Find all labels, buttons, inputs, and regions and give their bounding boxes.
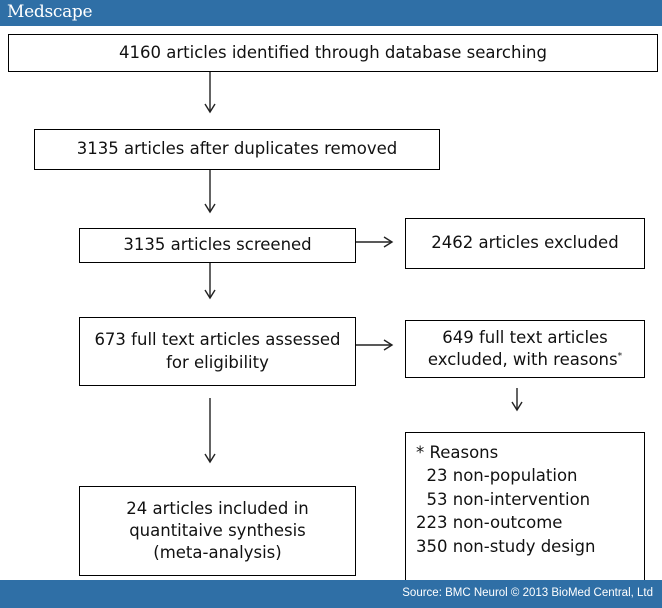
reasons-item: 23 non-population xyxy=(416,466,578,486)
footer-bar: Source: BMC Neurol © 2013 BioMed Central… xyxy=(0,580,662,608)
reasons-title: * Reasons xyxy=(416,443,499,462)
box-identified-text: 4160 articles identified through databas… xyxy=(119,42,547,62)
box-assessed: 673 full text articles assessed for elig… xyxy=(79,317,356,386)
box-screened-text: 3135 articles screened xyxy=(123,235,312,255)
box-included: 24 articles included in quantitaive synt… xyxy=(79,486,356,576)
arrow-assessed-to-excluded xyxy=(356,339,394,351)
box-assessed-text: 673 full text articles assessed for elig… xyxy=(94,329,340,374)
arrow-excluded-to-reasons xyxy=(511,388,523,412)
box-assessed-line-1: 673 full text articles assessed xyxy=(94,330,341,350)
source-credit: Source: BMC Neurol © 2013 BioMed Central… xyxy=(402,587,653,599)
reasons-item: 350 non-study design xyxy=(416,536,596,556)
arrow-screened-to-excluded xyxy=(356,236,394,248)
box-reasons: * Reasons 23 non-population 53 non-inter… xyxy=(405,432,645,580)
box-excluded-screen-text: 2462 articles excluded xyxy=(431,233,619,253)
box-included-line-2: quantitaive synthesis xyxy=(129,520,306,540)
arrow-dedup-to-screened xyxy=(204,170,216,214)
reasons-item: 223 non-outcome xyxy=(416,513,563,533)
arrow-screened-to-assessed xyxy=(204,262,216,300)
reasons-footnote-mark: * xyxy=(617,351,623,362)
box-deduplicated: 3135 articles after duplicates removed xyxy=(34,129,440,170)
box-excluded-full-text: 649 full text articles excluded, with re… xyxy=(428,327,622,372)
reasons-item: 53 non-intervention xyxy=(416,489,591,509)
box-assessed-line-2: for eligibility xyxy=(166,352,269,372)
header-bar: Medscape xyxy=(0,0,662,26)
arrow-identified-to-dedup xyxy=(204,72,216,114)
box-included-line-3: (meta-analysis) xyxy=(153,543,282,563)
medscape-logo: Medscape xyxy=(7,2,93,22)
box-included-line-1: 24 articles included in xyxy=(126,498,309,518)
box-excluded-full-line-2: excluded, with reasons xyxy=(427,350,618,369)
box-identified: 4160 articles identified through databas… xyxy=(8,34,658,72)
box-excluded-screen: 2462 articles excluded xyxy=(405,218,645,269)
box-excluded-full: 649 full text articles excluded, with re… xyxy=(405,320,645,378)
box-deduplicated-text: 3135 articles after duplicates removed xyxy=(76,139,398,159)
box-screened: 3135 articles screened xyxy=(79,228,356,263)
arrow-assessed-to-included xyxy=(204,398,216,464)
box-excluded-full-line-1: 649 full text articles xyxy=(442,327,608,347)
box-included-text: 24 articles included in quantitaive synt… xyxy=(126,498,308,565)
